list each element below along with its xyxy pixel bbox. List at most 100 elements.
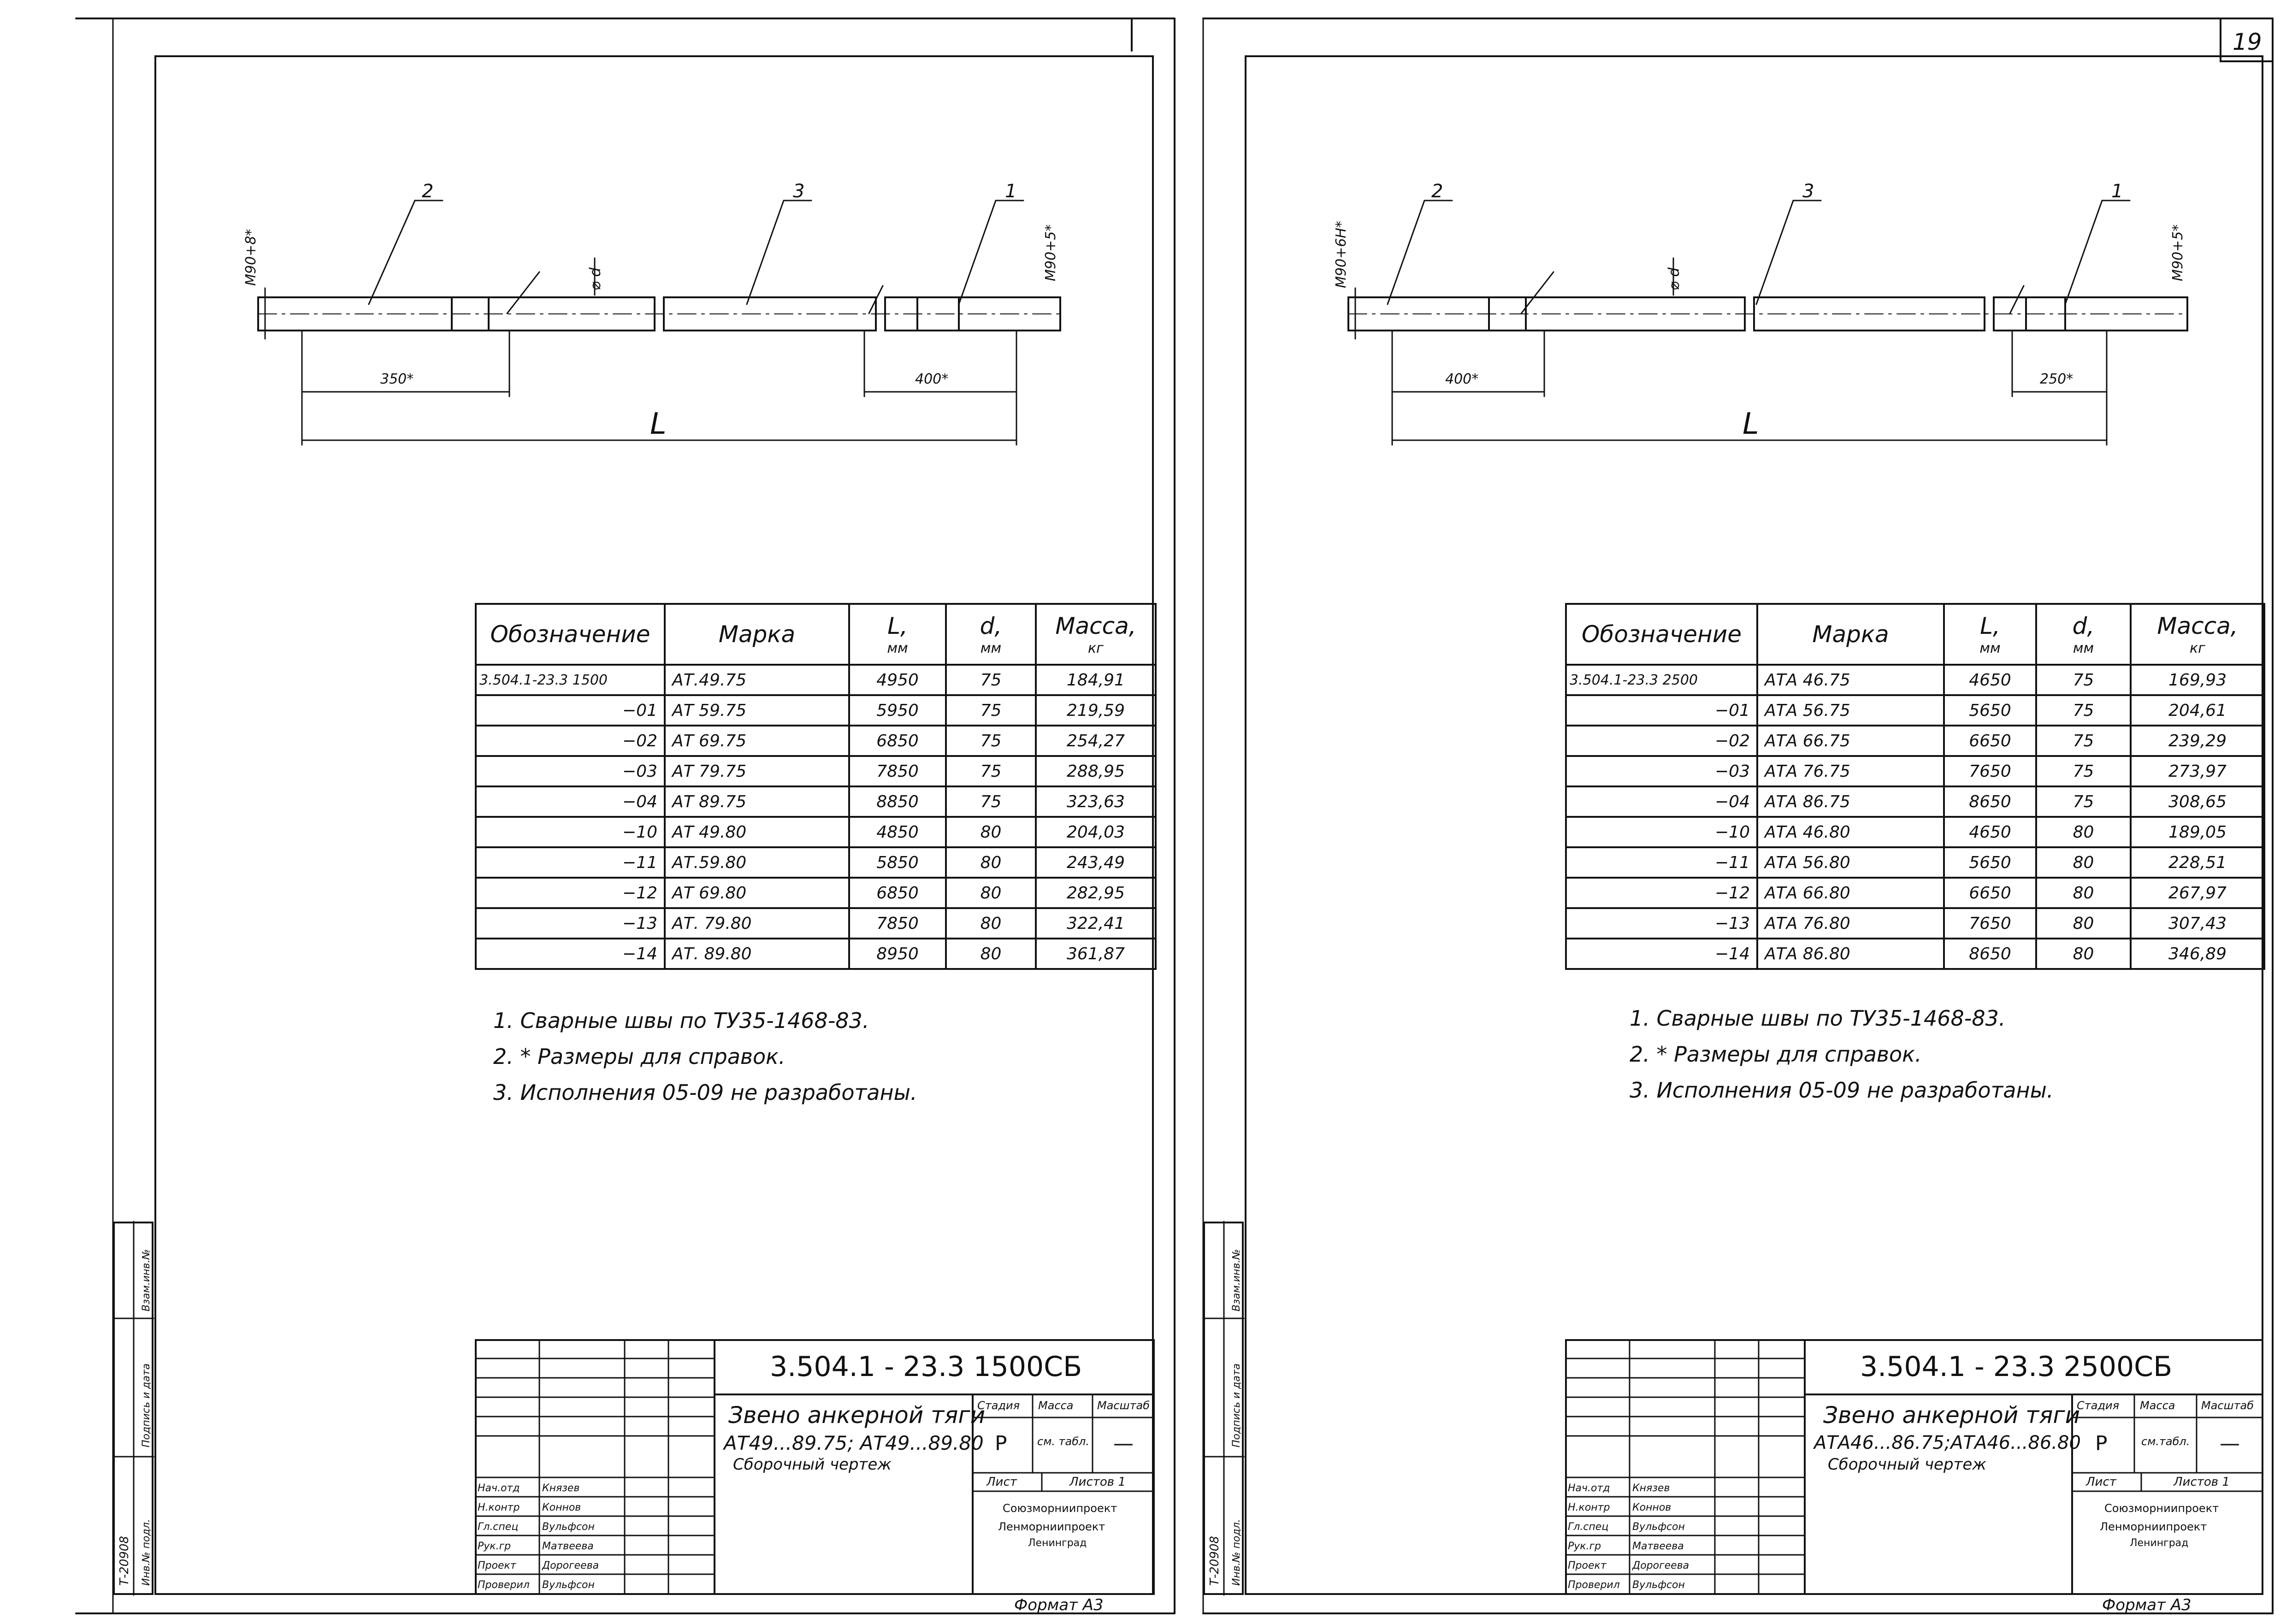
signature-name: Вульфсон — [1632, 1579, 1685, 1591]
cell-mass: 288,95 — [1035, 755, 1157, 787]
cell-mark: АТ 49.80 — [664, 816, 850, 848]
cell-mass: 169,93 — [2130, 664, 2265, 696]
cell-designation: −13 — [475, 907, 666, 939]
cell-mass: 204,61 — [2130, 694, 2265, 726]
cell-mass: 322,41 — [1035, 907, 1157, 939]
cell-mark: АТ. 89.80 — [664, 938, 850, 970]
page-number: 19 — [2233, 29, 2262, 55]
dim-total: L — [1743, 407, 1759, 441]
signature-name: Дорогеева — [542, 1560, 599, 1571]
stage-value: Р — [995, 1432, 1007, 1455]
cell-mass: 189,05 — [2130, 816, 2265, 848]
cell-designation: −11 — [475, 846, 666, 879]
cell-designation: −12 — [1565, 877, 1758, 909]
cell-mass: 361,87 — [1035, 938, 1157, 970]
cell-designation: −04 — [1565, 785, 1758, 818]
org-3: Ленинград — [2130, 1537, 2189, 1549]
cell-diameter: 75 — [2035, 694, 2132, 726]
doc-code: 3.504.1 - 23.3 1500СБ — [770, 1351, 1082, 1383]
cell-designation: −14 — [1565, 938, 1758, 970]
cell-mark: АТ 69.80 — [664, 877, 850, 909]
side-label-sign: Подпись и дата — [1231, 1363, 1242, 1447]
cell-diameter: 75 — [2035, 755, 2132, 787]
cell-length: 8650 — [1943, 785, 2037, 818]
title-block: 3.504.1 - 23.3 1500СБ Звено анкерной тяг… — [475, 1339, 1155, 1595]
notes: 1. Сварные швы по ТУ35-1468-83. 2. * Раз… — [493, 1003, 917, 1110]
header-mass: Масса,кг — [2130, 603, 2265, 666]
callout-3: 3 — [1802, 181, 1814, 202]
cell-length: 8950 — [848, 938, 947, 970]
dim-right: 250* — [2040, 371, 2073, 387]
cell-designation: −01 — [475, 694, 666, 726]
cell-length: 7650 — [1943, 907, 2037, 939]
sheet-label: Лист — [2086, 1475, 2116, 1489]
cell-designation: 3.504.1-23.3 2500 — [1565, 664, 1758, 696]
cell-length: 6850 — [848, 877, 947, 909]
cell-designation: −02 — [1565, 725, 1758, 757]
title-block: 3.504.1 - 23.3 2500СБ Звено анкерной тяг… — [1565, 1339, 2263, 1595]
org-2: Ленморниипроект — [2100, 1520, 2207, 1533]
cell-mass: 323,63 — [1035, 785, 1157, 818]
inventory-number: Т-20908 — [118, 1536, 131, 1586]
cell-designation: −03 — [1565, 755, 1758, 787]
table-header-row: Обозначение Марка L,мм d,мм Масса,кг — [475, 603, 1157, 666]
cell-length: 4650 — [1943, 816, 2037, 848]
header-mark: Марка — [1756, 603, 1945, 666]
cell-length: 7850 — [848, 755, 947, 787]
page-number-box: 19 — [2220, 18, 2273, 62]
cell-diameter: 75 — [2035, 725, 2132, 757]
cell-designation: −10 — [475, 816, 666, 848]
cell-mark: АТА 86.75 — [1756, 785, 1945, 818]
cell-length: 7850 — [848, 907, 947, 939]
signature-row: Проверил Вульфсон — [1568, 1577, 1761, 1596]
cell-length: 5650 — [1943, 694, 2037, 726]
cell-length: 4650 — [1943, 664, 2037, 696]
doc-name: Звено анкерной тяги — [728, 1402, 986, 1429]
cell-mass: 282,95 — [1035, 877, 1157, 909]
cell-diameter: 80 — [2035, 877, 2132, 909]
cell-diameter: 80 — [2035, 938, 2132, 970]
stage-label: Стадия — [977, 1399, 1020, 1412]
signature-role: Проверил — [1568, 1579, 1620, 1591]
cell-mark: АТА 66.80 — [1756, 877, 1945, 909]
assembly-drawing — [257, 200, 1061, 446]
sheets-label: Листов 1 — [1069, 1475, 1126, 1489]
org-2: Ленморниипроект — [998, 1520, 1105, 1533]
cell-length: 6650 — [1943, 877, 2037, 909]
cell-mass: 273,97 — [2130, 755, 2265, 787]
cell-mass: 346,89 — [2130, 938, 2265, 970]
cell-mark: АТ 59.75 — [664, 694, 850, 726]
cell-mass: 204,03 — [1035, 816, 1157, 848]
signature-role: Нач.отд — [1568, 1482, 1610, 1494]
cell-diameter: 75 — [945, 664, 1037, 696]
org-3: Ленинград — [1028, 1537, 1087, 1549]
side-label-inv: Инв.№ подл. — [1231, 1519, 1242, 1586]
tb-left-grid — [475, 1339, 715, 1595]
side-stamp-lines — [112, 1221, 154, 1596]
cell-length: 6850 — [848, 725, 947, 757]
callout-2: 2 — [422, 181, 434, 202]
cell-mark: АТА 86.80 — [1756, 938, 1945, 970]
scale-value: — — [1113, 1432, 1134, 1455]
cell-designation: −10 — [1565, 816, 1758, 848]
cell-designation: 3.504.1-23.3 1500 — [475, 664, 666, 696]
stage-value: Р — [2095, 1432, 2108, 1455]
cell-length: 5950 — [848, 694, 947, 726]
spec-table: Обозначение Марка L,мм d,мм Масса,кг 3.5… — [1565, 603, 2265, 970]
sheet-1500: 2 3 1 М90+8* М90+5* ⌀ d 350* 400* L Обоз… — [112, 55, 1157, 1613]
side-label-sign: Подпись и дата — [141, 1363, 152, 1447]
doc-code: 3.504.1 - 23.3 2500СБ — [1860, 1351, 2173, 1383]
cell-mass: 219,59 — [1035, 694, 1157, 726]
